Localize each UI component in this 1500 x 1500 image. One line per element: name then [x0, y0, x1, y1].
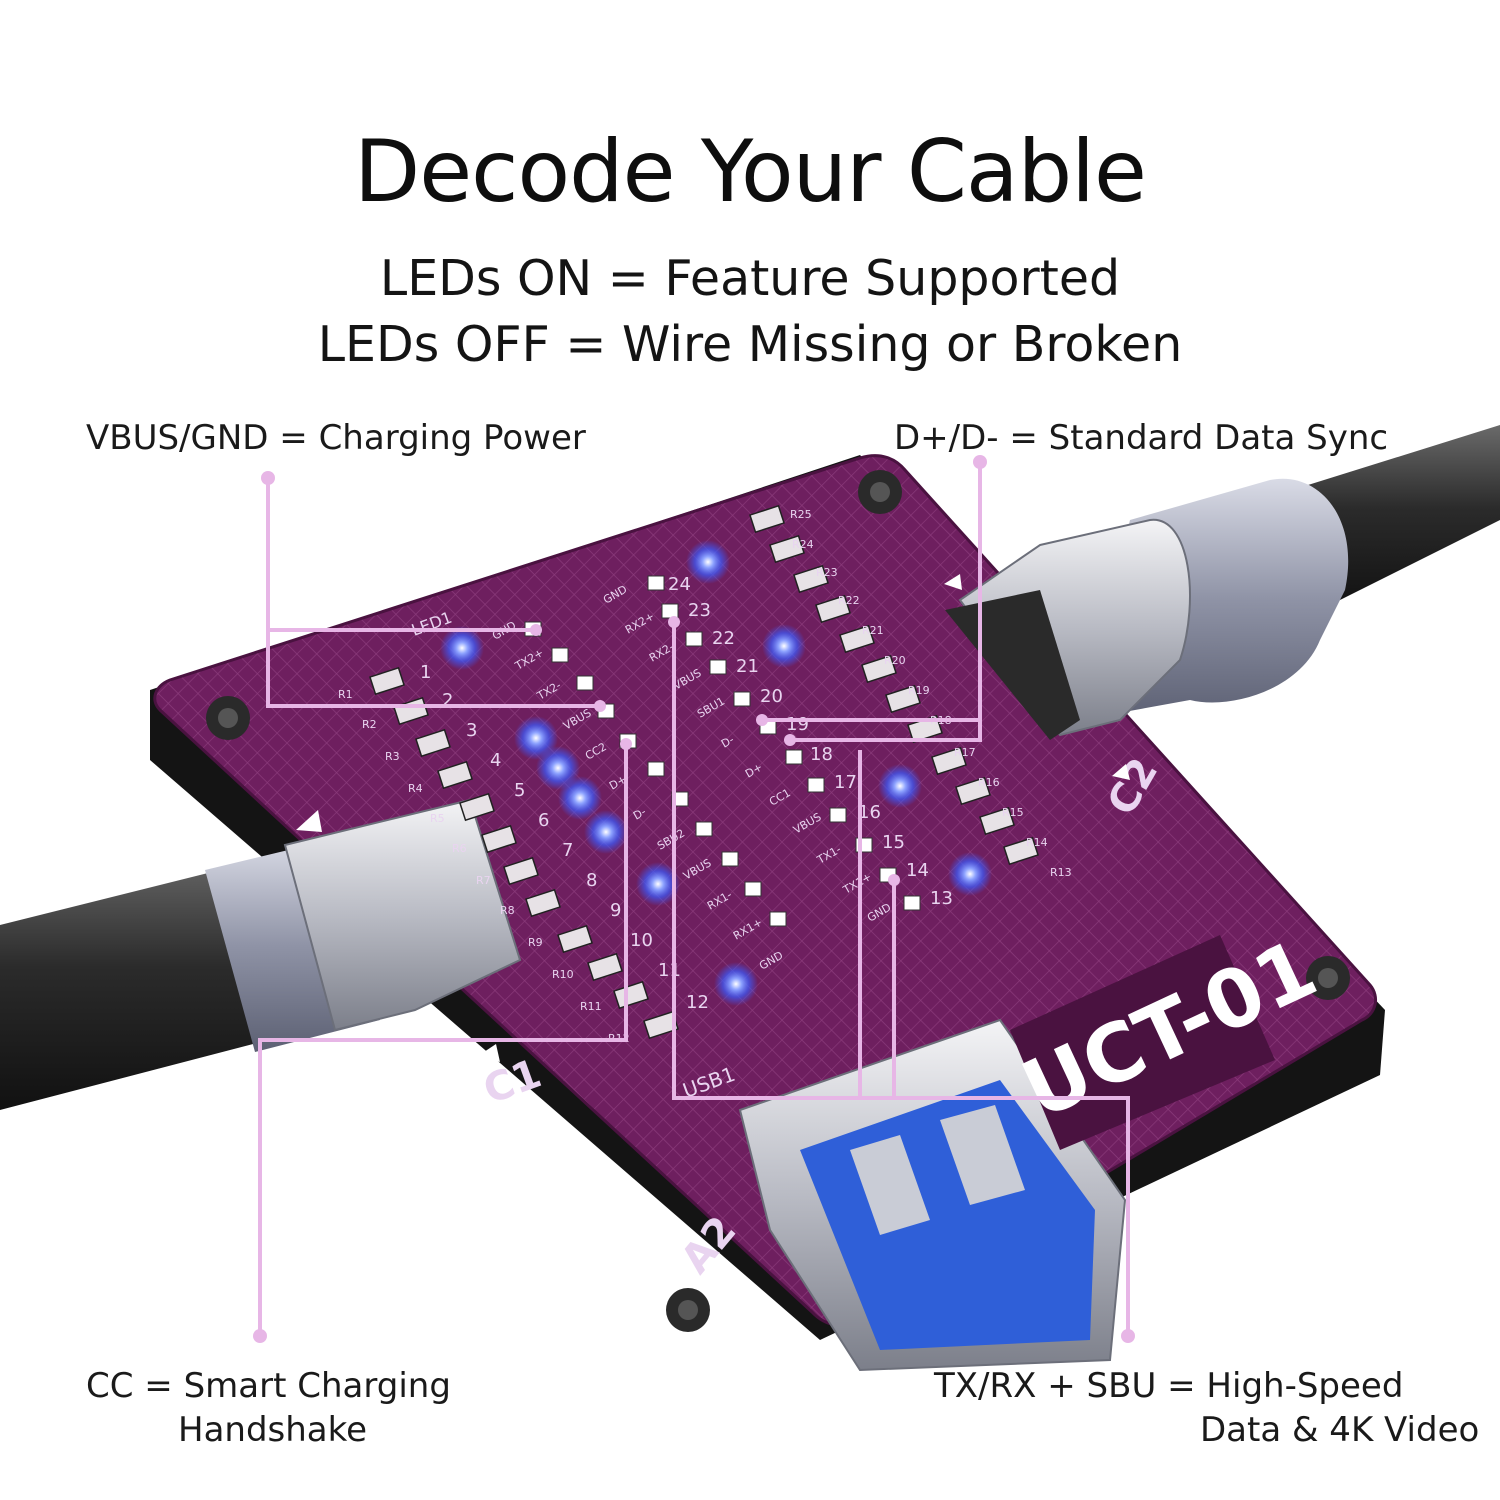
svg-text:16: 16: [858, 802, 881, 823]
svg-text:R20: R20: [884, 654, 906, 667]
usb-a-port: [738, 1018, 1127, 1372]
svg-text:9: 9: [610, 900, 621, 921]
svg-text:2: 2: [442, 690, 453, 711]
svg-text:23: 23: [688, 600, 711, 621]
svg-text:R1: R1: [338, 688, 353, 701]
svg-text:6: 6: [538, 810, 549, 831]
page-title: Decode Your Cable: [354, 122, 1147, 222]
callout-dot-icon: [253, 455, 1135, 1343]
callout-txrx-line2: Data & 4K Video: [1200, 1410, 1480, 1450]
arrow-icon: [1112, 764, 1130, 780]
callout-data-sync: D+/D- = Standard Data Sync: [894, 418, 1389, 458]
svg-text:10: 10: [630, 930, 653, 951]
callout-cc-line1: CC = Smart Charging: [86, 1366, 451, 1406]
svg-text:R24: R24: [792, 538, 814, 551]
svg-text:13: 13: [930, 888, 953, 909]
svg-text:R10: R10: [552, 968, 574, 981]
svg-text:1: 1: [420, 662, 431, 683]
svg-text:20: 20: [760, 686, 783, 707]
led-on-indicators: [440, 540, 992, 1006]
svg-text:R19: R19: [908, 684, 930, 697]
svg-text:R7: R7: [476, 874, 491, 887]
svg-text:R22: R22: [838, 594, 860, 607]
svg-text:R4: R4: [408, 782, 423, 795]
svg-text:R23: R23: [816, 566, 838, 579]
svg-text:R15: R15: [1002, 806, 1024, 819]
svg-text:R8: R8: [500, 904, 515, 917]
svg-text:R6: R6: [452, 842, 467, 855]
svg-text:19: 19: [786, 714, 809, 735]
callout-cc-line2: Handshake: [178, 1410, 368, 1450]
svg-text:R16: R16: [978, 776, 1000, 789]
svg-text:12: 12: [686, 992, 709, 1013]
svg-text:R3: R3: [385, 750, 400, 763]
resistor-array: [369, 504, 1039, 1040]
legend-leds-off: LEDs OFF = Wire Missing or Broken: [317, 316, 1183, 373]
svg-text:11: 11: [658, 960, 681, 981]
svg-text:5: 5: [514, 780, 525, 801]
svg-text:24: 24: [668, 574, 691, 595]
right-pin-numbers: 24 23 22 21 20 19 18 17 16 15 14 13: [668, 574, 953, 909]
svg-text:21: 21: [736, 656, 759, 677]
arrow-icon: [944, 574, 962, 590]
svg-text:7: 7: [562, 840, 573, 861]
resistor-labels: R1 R2 R3 R4 R5 R6 R7 R8 R9 R10 R11 R12 R…: [338, 508, 1072, 1045]
svg-text:R5: R5: [430, 812, 445, 825]
svg-text:18: 18: [810, 744, 833, 765]
callout-vbus-gnd: VBUS/GND = Charging Power: [86, 418, 586, 458]
svg-text:R25: R25: [790, 508, 812, 521]
svg-text:D-: D-: [719, 733, 736, 750]
svg-text:D-: D-: [631, 805, 648, 822]
led-pads: [524, 575, 921, 927]
screw-icon: [206, 470, 1350, 1332]
svg-text:14: 14: [906, 860, 929, 881]
left-pin-numbers: 1 2 3 4 5 6 7 8 9 10 11 12: [420, 662, 709, 1013]
svg-text:R2: R2: [362, 718, 377, 731]
svg-text:R9: R9: [528, 936, 543, 949]
svg-text:17: 17: [834, 772, 857, 793]
arrow-icon: [478, 1044, 500, 1062]
callout-txrx-line1: TX/RX + SBU = High-Speed: [934, 1366, 1404, 1406]
svg-text:15: 15: [882, 832, 905, 853]
svg-text:R14: R14: [1026, 836, 1048, 849]
svg-text:3: 3: [466, 720, 477, 741]
right-usb-c-cable: [945, 425, 1500, 740]
svg-text:R17: R17: [954, 746, 976, 759]
svg-text:8: 8: [586, 870, 597, 891]
callout-connectors: [258, 462, 1130, 1336]
left-usb-c-cable: [0, 798, 522, 1110]
svg-text:R13: R13: [1050, 866, 1072, 879]
arrow-icon: [296, 810, 322, 832]
svg-text:4: 4: [490, 750, 501, 771]
svg-text:R21: R21: [862, 624, 884, 637]
svg-text:R11: R11: [580, 1000, 602, 1013]
legend-leds-on: LEDs ON = Feature Supported: [379, 250, 1121, 307]
svg-text:22: 22: [712, 628, 735, 649]
